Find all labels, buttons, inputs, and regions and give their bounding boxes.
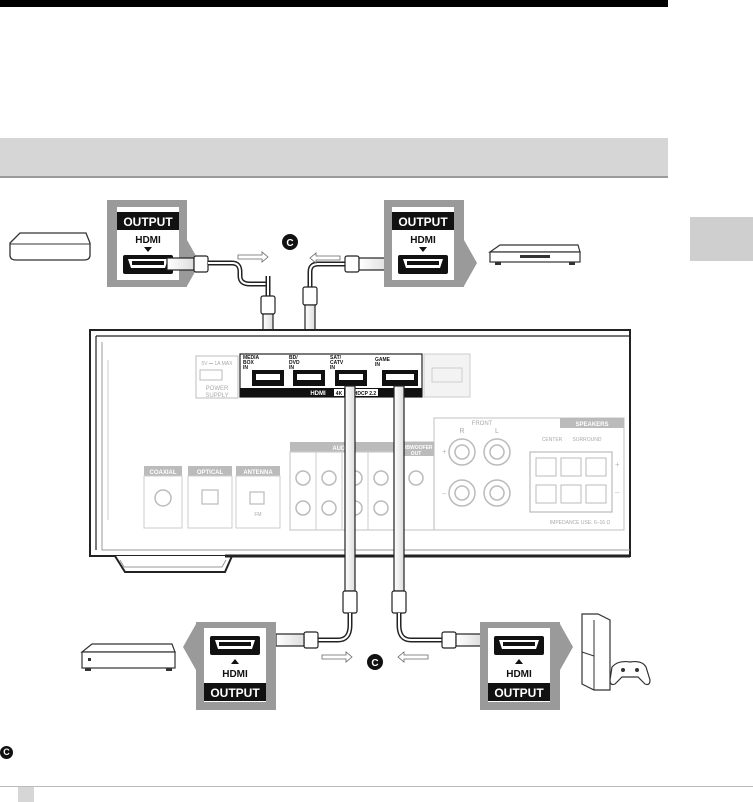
svg-text:FRONT: FRONT (472, 421, 493, 427)
svg-text:HDCP 2.2: HDCP 2.2 (354, 391, 377, 397)
svg-text:MEDIA: MEDIA (243, 355, 260, 361)
svg-text:OUT: OUT (411, 451, 422, 457)
svg-text:DVD: DVD (289, 360, 300, 366)
legend-cable-marker: C (0, 746, 13, 759)
hdmi-cable-game (391, 385, 483, 663)
svg-text:+: + (615, 460, 620, 469)
svg-text:COAXIAL: COAXIAL (150, 470, 177, 476)
footer-rule (0, 786, 753, 787)
svg-text:C: C (286, 238, 293, 249)
svg-text:IN: IN (375, 362, 380, 368)
svg-text:IN: IN (289, 365, 294, 371)
output-callout-bottom-right: HDMI OUTPUT (480, 622, 573, 710)
svg-text:SUPPLY: SUPPLY (205, 393, 228, 399)
output-callout-top-right: OUTPUT HDMI (384, 200, 477, 287)
svg-text:CATV: CATV (330, 360, 344, 366)
svg-text:POWER: POWER (206, 386, 229, 392)
output-label: OUTPUT (123, 215, 173, 229)
svg-text:OUTPUT: OUTPUT (398, 215, 448, 229)
av-receiver-rear-panel: 5V ⎓ 1A MAX POWER SUPPLY HDMI 4K HDCP 2.… (89, 329, 631, 573)
svg-text:C: C (371, 658, 378, 669)
svg-text:+: + (442, 447, 447, 456)
svg-text:IMPEDANCE USE: 6–16 Ω: IMPEDANCE USE: 6–16 Ω (550, 520, 611, 526)
svg-text:OUTPUT: OUTPUT (210, 686, 260, 700)
hdmi-port-media-box (252, 370, 284, 386)
media-box-device (9, 232, 91, 261)
svg-text:AUDIO: AUDIO (332, 446, 352, 452)
svg-text:CENTER: CENTER (542, 437, 563, 443)
svg-text:–: – (615, 488, 620, 497)
svg-text:5V ⎓ 1A MAX: 5V ⎓ 1A MAX (202, 361, 234, 367)
cable-marker-bottom: C (367, 654, 383, 670)
section-heading-bar (0, 138, 668, 176)
svg-text:BD/: BD/ (289, 355, 298, 361)
game-console-device (581, 613, 611, 691)
svg-text:OPTICAL: OPTICAL (197, 470, 224, 476)
svg-text:4K: 4K (336, 391, 343, 397)
svg-text:HDMI: HDMI (310, 391, 326, 397)
satellite-box-device (80, 643, 176, 671)
svg-text:L: L (495, 428, 499, 435)
game-controller-icon (609, 660, 651, 686)
output-callout-top-left: OUTPUT HDMI (107, 200, 200, 287)
header-rule (0, 0, 668, 7)
hdmi-port-sat-catv (335, 370, 367, 386)
cable-marker-top: C (282, 234, 298, 250)
output-callout-bottom-left: HDMI OUTPUT (183, 622, 276, 710)
svg-text:HDMI: HDMI (506, 669, 532, 680)
section-divider (0, 176, 668, 178)
svg-text:OUTPUT: OUTPUT (494, 686, 544, 700)
chapter-tab (690, 217, 753, 261)
note-marker (18, 787, 34, 802)
svg-text:SAT/: SAT/ (330, 355, 342, 361)
svg-text:ANTENNA: ANTENNA (243, 470, 273, 476)
svg-text:R: R (459, 428, 464, 435)
svg-text:HDMI: HDMI (410, 235, 436, 246)
svg-text:IN: IN (330, 365, 335, 371)
svg-text:HDMI: HDMI (222, 669, 248, 680)
svg-text:SUBWOOFER: SUBWOOFER (399, 445, 432, 451)
svg-text:SPEAKERS: SPEAKERS (575, 422, 608, 428)
bd-dvd-player-device (488, 244, 581, 265)
hdmi-port-bd-dvd (293, 370, 325, 386)
svg-text:GAME: GAME (375, 357, 391, 363)
svg-text:FM: FM (254, 512, 261, 518)
svg-text:SURROUND: SURROUND (573, 437, 602, 443)
hdmi-cable-sat-catv (275, 385, 358, 663)
svg-text:–: – (442, 489, 447, 498)
hdmi-label: HDMI (135, 235, 161, 246)
svg-text:IN: IN (243, 365, 248, 371)
svg-text:BOX: BOX (243, 360, 255, 366)
hdmi-port-game (382, 370, 418, 386)
